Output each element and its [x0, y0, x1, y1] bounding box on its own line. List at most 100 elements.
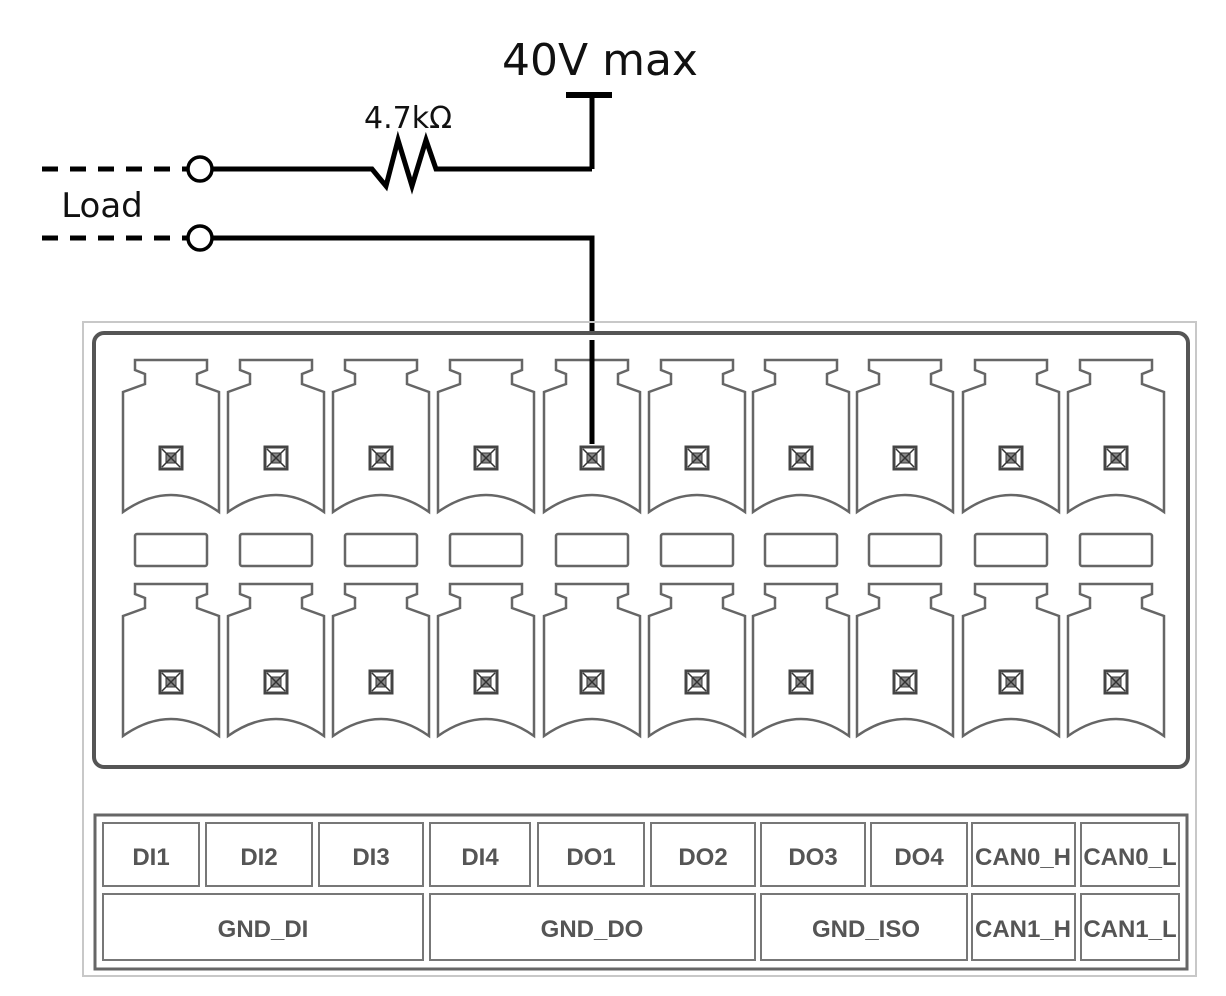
- terminal-slot: [226, 358, 326, 568]
- pin-label-can0-h: CAN0_H: [975, 844, 1071, 871]
- release-slot: [554, 532, 630, 568]
- terminal-slot: [121, 358, 221, 568]
- terminal-outline: [751, 582, 851, 739]
- screw-icon: [368, 669, 394, 695]
- terminal-outline: [331, 582, 431, 739]
- pin-cell: [760, 893, 968, 961]
- release-slot: [343, 532, 419, 568]
- release-slot: [448, 532, 524, 568]
- screw-icon: [263, 669, 289, 695]
- pin-cell: [205, 822, 313, 887]
- terminal-outline: [1066, 358, 1166, 515]
- pin-cell: [318, 822, 424, 887]
- terminal-outline: [751, 358, 851, 515]
- screw-icon: [998, 445, 1024, 471]
- terminal-outline: [542, 582, 642, 739]
- screw-icon: [579, 445, 605, 471]
- pin-label-gnd-do: GND_DO: [541, 916, 644, 943]
- terminal-outline: [961, 582, 1061, 739]
- screw-icon: [1103, 669, 1129, 695]
- pin-cell: [429, 893, 756, 961]
- terminal-outline: [647, 582, 747, 739]
- terminal-slot: [436, 582, 536, 739]
- screw-icon: [788, 669, 814, 695]
- pin-label-gnd-iso: GND_ISO: [812, 916, 920, 943]
- screw-icon: [1103, 445, 1129, 471]
- screw-icon: [788, 445, 814, 471]
- release-slot: [659, 532, 735, 568]
- circuit: 40V max 4.7kΩ Load: [42, 35, 698, 444]
- terminal-slot: [226, 582, 326, 739]
- release-slot: [1078, 532, 1154, 568]
- screw-icon: [158, 669, 184, 695]
- terminal-outline: [855, 582, 955, 739]
- terminal-outline: [436, 582, 536, 739]
- load-label: Load: [61, 186, 143, 226]
- pin-label-plate: [93, 813, 1189, 971]
- terminal-slot: [855, 358, 955, 568]
- pin-cell: [650, 822, 756, 887]
- terminal-slot: [961, 358, 1061, 568]
- load-terminal-top: [186, 155, 214, 183]
- release-slot: [238, 532, 314, 568]
- screw-icon: [684, 669, 710, 695]
- terminal-slot: [961, 582, 1061, 739]
- screw-icon: [158, 445, 184, 471]
- terminal-outline: [436, 358, 536, 515]
- pin-cell: [102, 893, 424, 961]
- terminal-outline: [331, 358, 431, 515]
- pin-label-di3: DI3: [352, 844, 389, 871]
- release-slot: [133, 532, 209, 568]
- terminal-outline: [121, 358, 221, 515]
- screw-icon: [368, 445, 394, 471]
- screw-icon: [892, 445, 918, 471]
- terminal-slot: [1066, 358, 1166, 568]
- terminal-outline: [647, 358, 747, 515]
- connector-block: DI1 DI2 DI3 DI4 DO1 DO2 DO3 DO4 CAN0_H C…: [82, 321, 1197, 977]
- pin-label-do4: DO4: [894, 844, 944, 871]
- terminal-slot: [751, 582, 851, 739]
- screw-icon: [579, 669, 605, 695]
- pin-cell: [870, 822, 968, 887]
- resistor-label: 4.7kΩ: [364, 101, 452, 136]
- terminal-slot: [331, 582, 431, 739]
- terminal-outline: [961, 358, 1061, 515]
- terminal-slot: [1066, 582, 1166, 739]
- terminal-outline: [855, 358, 955, 515]
- terminal-slot: [542, 582, 642, 739]
- pin-label-do2: DO2: [678, 844, 727, 871]
- pin-labels-bottom-row: GND_DI GND_DO GND_ISO CAN1_H CAN1_L: [102, 893, 1180, 961]
- terminal-outline: [226, 358, 326, 515]
- pin-cell: [1080, 822, 1180, 887]
- pin-label-gnd-di: GND_DI: [218, 916, 309, 943]
- screw-icon: [998, 669, 1024, 695]
- screw-icon: [473, 445, 499, 471]
- terminal-slot: [647, 358, 747, 568]
- release-slot: [973, 532, 1049, 568]
- connector-frame: [82, 321, 1197, 977]
- screw-icon: [684, 445, 710, 471]
- pin-label-do3: DO3: [788, 844, 837, 871]
- release-slot: [763, 532, 839, 568]
- pin-labels-top-row: DI1 DI2 DI3 DI4 DO1 DO2 DO3 DO4 CAN0_H C…: [102, 822, 1180, 887]
- screw-icon: [263, 445, 289, 471]
- terminal-outline: [1066, 582, 1166, 739]
- pin-cell: [537, 822, 645, 887]
- terminal-slot: [751, 358, 851, 568]
- pin-cell: [1080, 893, 1180, 961]
- voltage-label: 40V max: [502, 35, 698, 86]
- pin-cell: [102, 822, 200, 887]
- screw-icon: [473, 669, 499, 695]
- screw-icon: [892, 669, 918, 695]
- terminal-outline: [226, 582, 326, 739]
- terminal-grid: [121, 358, 1166, 739]
- pin-cell: [429, 822, 531, 887]
- pin-label-di1: DI1: [132, 844, 169, 871]
- release-slot: [867, 532, 943, 568]
- pin-label-do1: DO1: [566, 844, 615, 871]
- pin-label-can1-h: CAN1_H: [975, 916, 1071, 943]
- load-terminal-bottom: [186, 224, 214, 252]
- pin-cell: [971, 822, 1076, 887]
- terminal-slot: [436, 358, 536, 568]
